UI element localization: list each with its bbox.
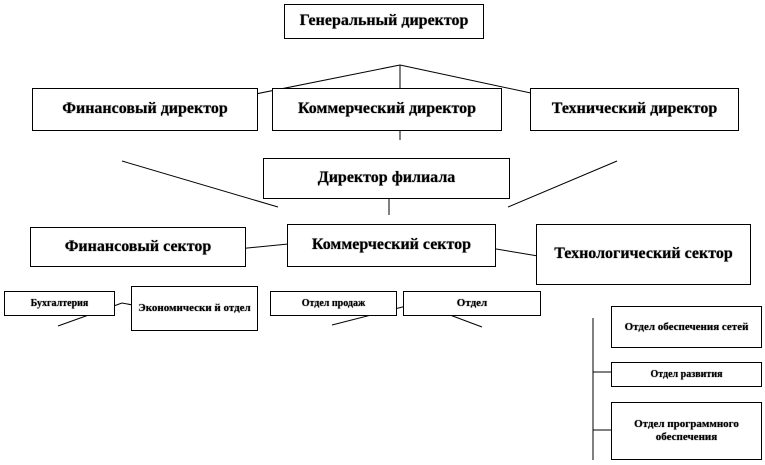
financial-director-label: Финансовый директор (62, 100, 228, 118)
connector-line (121, 160, 279, 208)
technology-sector-label: Технологический сектор (554, 245, 733, 263)
commercial-sector-box: Коммерческий сектор (287, 224, 496, 267)
commercial-sector-label: Коммерческий сектор (311, 236, 472, 254)
commercial-director-label: Коммерческий директор (297, 100, 477, 118)
sales-department-label: Отдел продаж (301, 297, 366, 309)
financial-sector-label: Финансовый сектор (64, 237, 212, 255)
technical-director-box: Технический директор (530, 88, 739, 131)
ceo-label: Генеральный директор (299, 12, 469, 30)
development-department-label: Отдел развития (650, 368, 723, 380)
financial-director-box: Финансовый директор (32, 88, 258, 131)
department-box: Отдел (403, 291, 541, 316)
economic-department-label: Экономически й отдел (138, 302, 251, 315)
network-support-department-label: Отдел обеспечения сетей (624, 320, 749, 333)
branch-director-label: Директор филиала (317, 169, 456, 187)
technical-director-label: Технический директор (551, 100, 718, 118)
branch-director-box: Директор филиала (263, 158, 510, 199)
sales-department-box: Отдел продаж (270, 291, 397, 316)
economic-department-box: Экономически й отдел (131, 286, 258, 331)
software-department-label: Отдел программного обеспечения (634, 418, 739, 443)
connector-line (507, 160, 618, 208)
accounting-label: Бухгалтерия (30, 297, 89, 309)
accounting-box: Бухгалтерия (4, 291, 115, 316)
commercial-director-box: Коммерческий директор (272, 88, 502, 131)
ceo-box: Генеральный директор (284, 4, 484, 39)
development-department-box: Отдел развития (611, 362, 762, 387)
network-support-department-box: Отдел обеспечения сетей (611, 306, 762, 348)
financial-sector-box: Финансовый сектор (30, 227, 246, 267)
software-department-box: Отдел программного обеспечения (611, 402, 762, 460)
department-label: Отдел (456, 297, 488, 310)
technology-sector-box: Технологический сектор (536, 224, 751, 285)
